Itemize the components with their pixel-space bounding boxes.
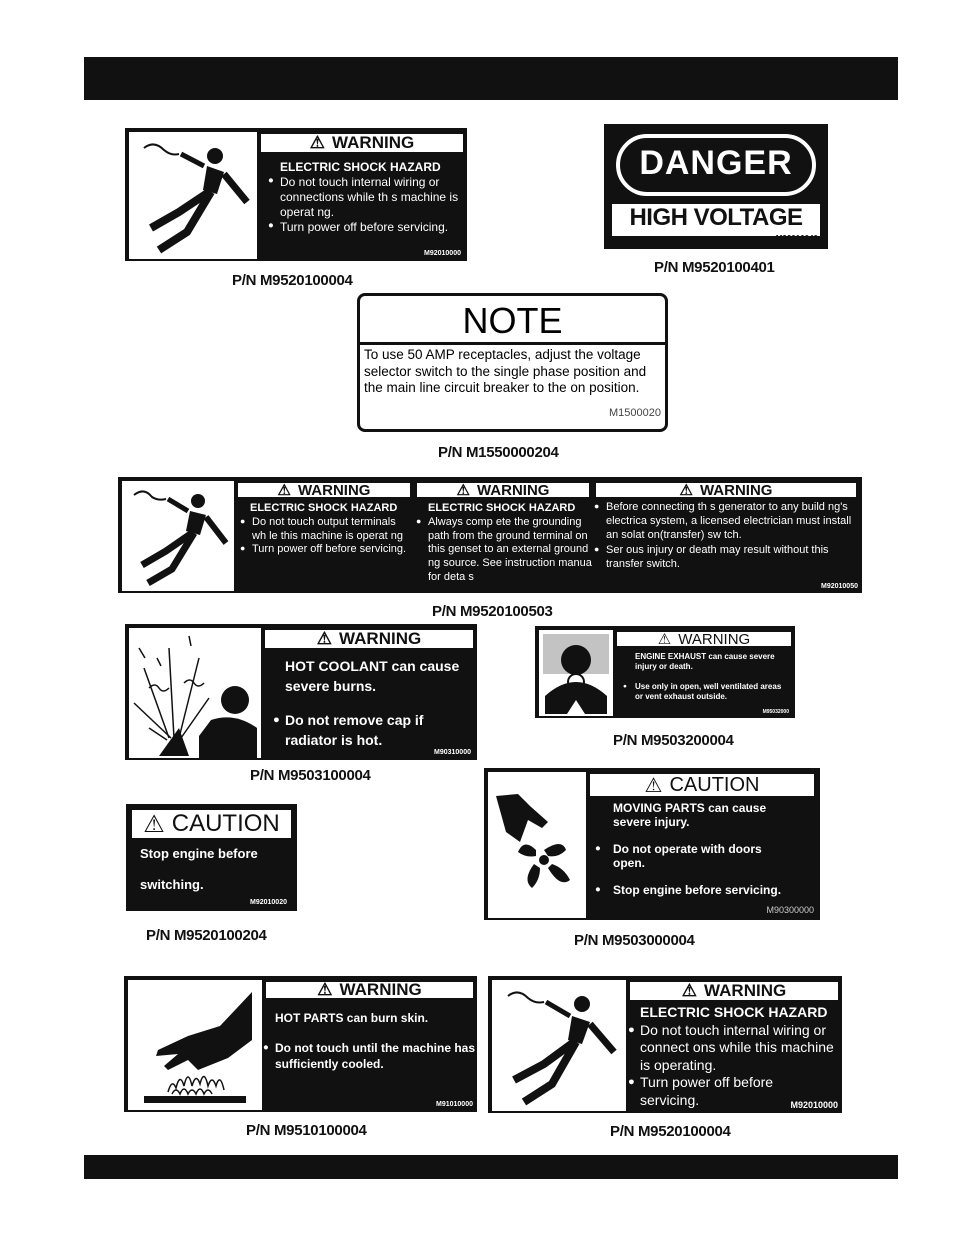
warning-header: ⚠WARNING <box>415 481 591 499</box>
warning-triangle-icon: ⚠ <box>679 482 693 499</box>
bullet-text: Do not remove cap if radiator is hot. <box>273 710 465 750</box>
decal-code: M92010020 <box>250 899 287 906</box>
fan-hand-pictogram <box>488 772 586 918</box>
warning-header: ⚠WARNING <box>264 980 475 1000</box>
decal-code: M90310000 <box>434 749 471 756</box>
hazard-heading: HOT COOLANT can cause severe burns. <box>285 658 460 694</box>
bullet-text: Do not operate with doors open. <box>595 842 793 870</box>
bullet-text: Use only in open, well ventilated areas … <box>623 682 785 702</box>
part-number: P/N M9503100004 <box>250 767 371 784</box>
exhaust-pictogram <box>539 630 613 716</box>
bullet-text: Turn power off before servicing. <box>240 543 412 557</box>
hand-flame-pictogram <box>128 980 262 1110</box>
caution-text: switching. <box>140 877 204 892</box>
hot-coolant-warning-decal: ⚠WARNING HOT COOLANT can cause severe bu… <box>125 624 477 760</box>
decal-code: M92010050 <box>821 583 858 590</box>
footer-band <box>84 1155 898 1179</box>
decal-code: M90300000 <box>766 905 814 915</box>
decal-code: M92010000 <box>424 250 461 257</box>
caution-header: ⚠CAUTION <box>588 772 816 798</box>
part-number: P/N M1550000204 <box>438 444 559 461</box>
moving-parts-caution-decal: ⚠CAUTION MOVING PARTS can cause severe i… <box>484 768 820 920</box>
part-number: P/N M9520100204 <box>146 927 267 944</box>
caution-triangle-icon: ⚠ <box>143 810 165 838</box>
note-title: NOTE <box>462 300 563 341</box>
warning-header: ⚠WARNING <box>259 132 465 154</box>
bullet-text: Ser ous injury or death may result witho… <box>594 544 862 572</box>
decal-code: M1500020 <box>609 407 661 419</box>
hazard-heading: ELECTRIC SHOCK HAZARD <box>428 502 576 514</box>
warning-triangle-icon: ⚠ <box>317 980 333 999</box>
bullet-text: Do not touch internal wiring or connecti… <box>268 175 460 220</box>
note-body: To use 50 AMP receptacles, adjust the vo… <box>364 347 647 395</box>
warning-triangle-icon: ⚠ <box>316 629 333 648</box>
electric-shock-warning-decal-large: ⚠WARNING ELECTRIC SHOCK HAZARD Do not to… <box>488 976 842 1113</box>
hazard-heading: ELECTRIC SHOCK HAZARD <box>640 1004 828 1020</box>
caution-stop-engine-decal: ⚠CAUTION Stop engine before switching. M… <box>126 804 297 911</box>
bullet-text: Do not touch output terminals wh le this… <box>240 516 412 544</box>
part-number: P/N M9503000004 <box>574 932 695 949</box>
decal-code: M92010000 <box>790 1100 838 1110</box>
bullet-text: Stop engine before servicing. <box>595 883 793 897</box>
decal-code: M92010040 <box>775 234 818 243</box>
warning-header: ⚠WARNING <box>263 628 475 650</box>
warning-triangle-icon: ⚠ <box>277 482 291 499</box>
electric-shock-warning-decal: ⚠WARNING ELECTRIC SHOCK HAZARD Do not to… <box>125 128 467 261</box>
warning-header: ⚠WARNING <box>594 481 858 499</box>
bullet-text: Do not touch until the machine has suffi… <box>263 1040 475 1072</box>
danger-oval <box>616 134 816 196</box>
warning-header: ⚠WARNING <box>615 630 793 648</box>
note-decal: NOTE To use 50 AMP receptacles, adjust t… <box>357 293 668 432</box>
warning-triangle-icon: ⚠ <box>681 981 698 1000</box>
shock-figure-pictogram <box>122 481 234 591</box>
caution-triangle-icon: ⚠ <box>644 774 663 797</box>
radiator-burst-pictogram <box>129 628 261 758</box>
decal-code: M95032000 <box>762 709 789 715</box>
part-number: P/N M9520100004 <box>232 272 353 289</box>
danger-high-voltage-decal: DANGER HIGH VOLTAGE M92010040 <box>604 124 828 249</box>
hot-parts-warning-decal: ⚠WARNING HOT PARTS can burn skin. Do not… <box>124 976 477 1112</box>
danger-title: DANGER <box>639 144 793 182</box>
warning-header: ⚠WARNING <box>628 980 840 1002</box>
hazard-heading: ELECTRIC SHOCK HAZARD <box>280 160 441 174</box>
warning-triangle-icon: ⚠ <box>309 133 326 152</box>
high-voltage-panel <box>612 204 820 236</box>
header-band <box>84 57 898 100</box>
engine-exhaust-warning-decal: ⚠WARNING ENGINE EXHAUST can cause severe… <box>535 626 795 718</box>
hazard-heading: MOVING PARTS can cause severe injury. <box>613 801 767 829</box>
shock-figure-pictogram <box>129 132 257 259</box>
bullet-text: Turn power off before servicing. <box>628 1074 836 1109</box>
part-number: P/N M9503200004 <box>613 732 734 749</box>
high-voltage-text: HIGH VOLTAGE <box>629 204 803 231</box>
bullet-text: Always comp ete the grounding path from … <box>416 516 594 585</box>
triple-warning-decal: ⚠WARNING ⚠WARNING ⚠WARNING ELECTRIC SHOC… <box>118 477 862 593</box>
warning-header: ⚠WARNING <box>236 481 412 499</box>
hazard-heading: HOT PARTS can burn skin. <box>275 1011 429 1025</box>
bullet-text: Turn power off before servicing. <box>268 220 460 235</box>
warning-triangle-icon: ⚠ <box>657 631 672 648</box>
part-number: P/N M9520100503 <box>432 603 553 620</box>
caution-text: Stop engine before <box>140 846 258 861</box>
hazard-heading: ELECTRIC SHOCK HAZARD <box>250 502 398 514</box>
shock-figure-pictogram <box>492 980 626 1111</box>
bullet-text: Before connecting th s generator to any … <box>594 501 862 542</box>
caution-header: ⚠CAUTION <box>130 808 293 840</box>
warning-triangle-icon: ⚠ <box>456 482 470 499</box>
part-number: P/N M9510100004 <box>246 1122 367 1139</box>
bullet-text: Do not touch internal wiring or connect … <box>628 1022 836 1075</box>
part-number: P/N M9520100401 <box>654 259 775 276</box>
hazard-heading: ENGINE EXHAUST can cause severe injury o… <box>635 652 775 671</box>
decal-code: M91010000 <box>436 1101 473 1108</box>
part-number: P/N M9520100004 <box>610 1123 731 1140</box>
